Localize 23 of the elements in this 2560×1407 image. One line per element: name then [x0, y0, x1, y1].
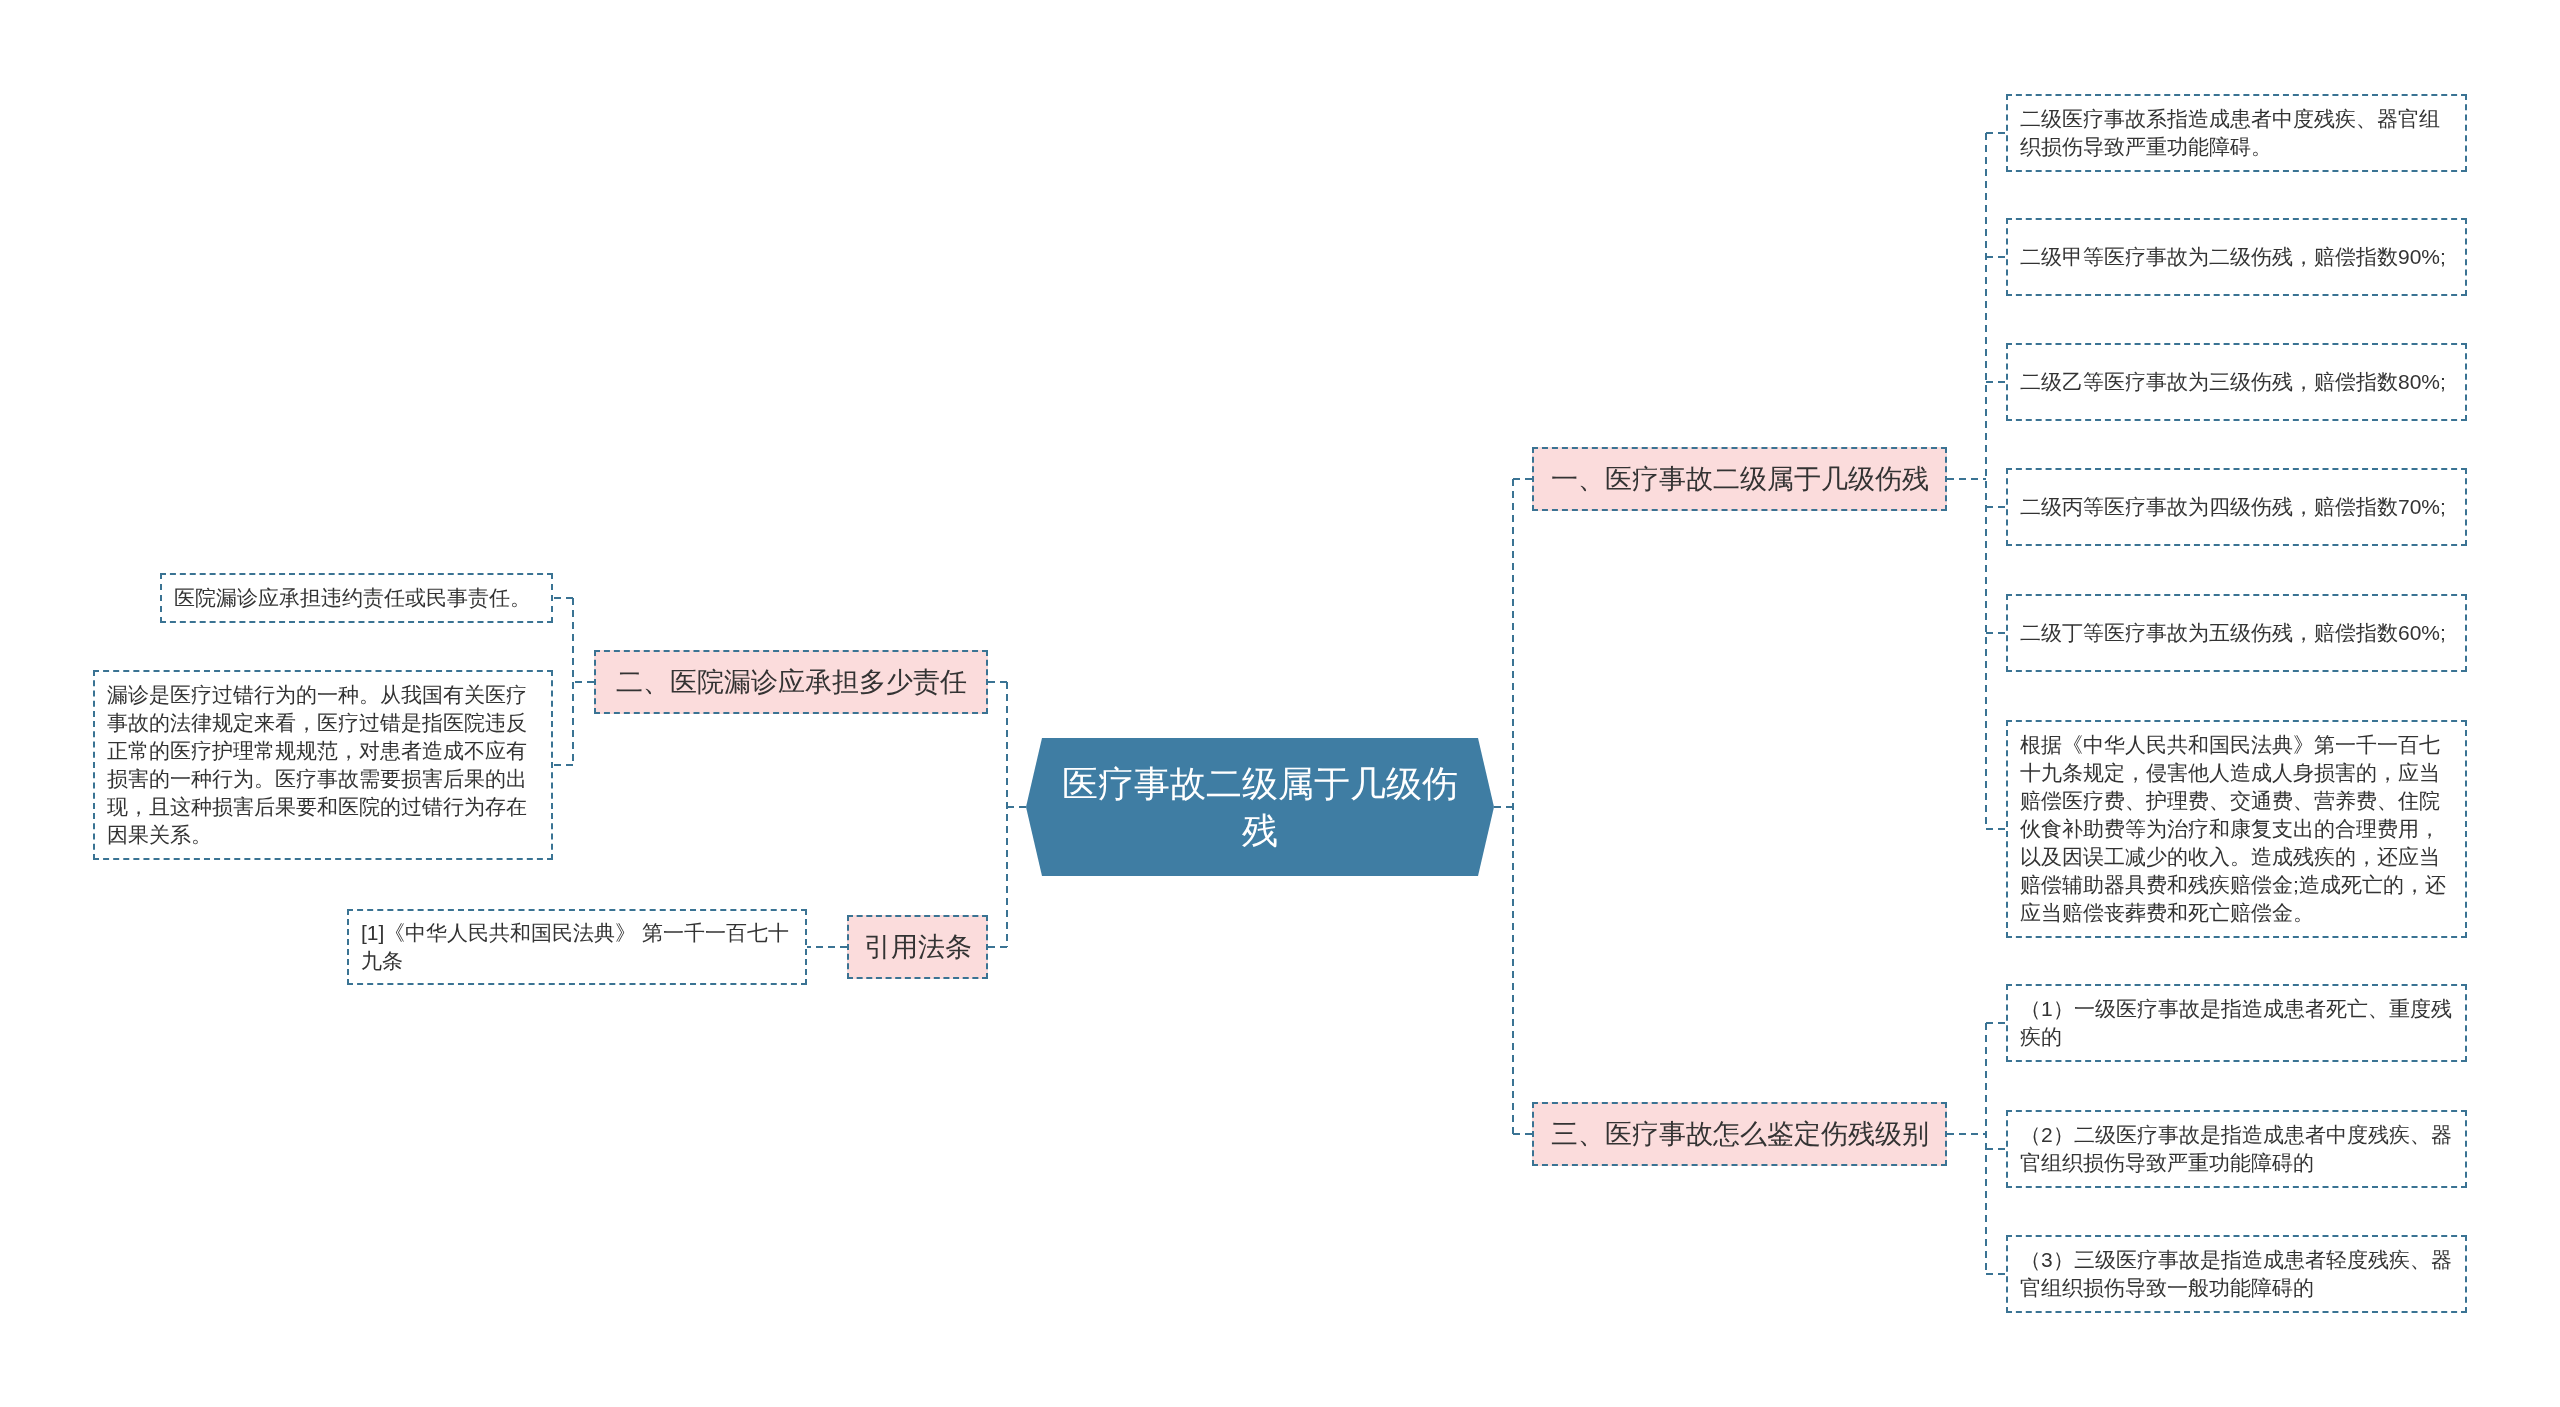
topic-box: 一、医疗事故二级属于几级伤残: [1532, 447, 1947, 511]
note-box: 二级医疗事故系指造成患者中度残疾、器官组织损伤导致严重功能障碍。: [2006, 94, 2467, 172]
note-box: 漏诊是医疗过错行为的一种。从我国有关医疗事故的法律规定来看，医疗过错是指医院违反正常的医疗护理常规规范，对患者造成不应有损害的一种行为。医疗事故需要损害后果的出现，且这种损害后果要和医院的过错行为存在因果关系。: [93, 670, 553, 860]
note-box: （3）三级医疗事故是指造成患者轻度残疾、器官组织损伤导致一般功能障碍的: [2006, 1235, 2467, 1313]
connector-line: [1493, 478, 1533, 1135]
note-box: 二级甲等医疗事故为二级伤残，赔偿指数90%;: [2006, 218, 2467, 296]
note-box: 二级丙等医疗事故为四级伤残，赔偿指数70%;: [2006, 468, 2467, 546]
connector-line: [552, 597, 595, 766]
topic-box: 二、医院漏诊应承担多少责任: [594, 650, 988, 714]
topic-box: 引用法条: [847, 915, 988, 979]
note-box: （2）二级医疗事故是指造成患者中度残疾、器官组织损伤导致严重功能障碍的: [2006, 1110, 2467, 1188]
central-topic-hexagon: 医疗事故二级属于几级伤残: [1026, 738, 1494, 876]
note-box: [1]《中华人民共和国民法典》 第一千一百七十九条: [347, 909, 807, 985]
note-box: 根据《中华人民共和国民法典》第一千一百七十九条规定，侵害他人造成人身损害的，应当赔偿医疗费、护理费、交通费、营养费、住院伙食补助费等为治疗和康复支出的合理费用，以及因误工减少的收入。造成残疾的，还应当赔偿辅助器具费和残疾赔偿金;造成死亡的，还应当赔偿丧葬费和死亡赔偿金。: [2006, 720, 2467, 938]
note-box: 二级丁等医疗事故为五级伤残，赔偿指数60%;: [2006, 594, 2467, 672]
connector-line: [1946, 1022, 2007, 1275]
connector-line: [806, 946, 848, 948]
note-box: 医院漏诊应承担违约责任或民事责任。: [160, 573, 553, 623]
topic-box: 三、医疗事故怎么鉴定伤残级别: [1532, 1102, 1947, 1166]
note-box: （1）一级医疗事故是指造成患者死亡、重度残疾的: [2006, 984, 2467, 1062]
connector-line: [987, 681, 1027, 948]
connector-line: [1946, 132, 2007, 830]
note-box: 二级乙等医疗事故为三级伤残，赔偿指数80%;: [2006, 343, 2467, 421]
